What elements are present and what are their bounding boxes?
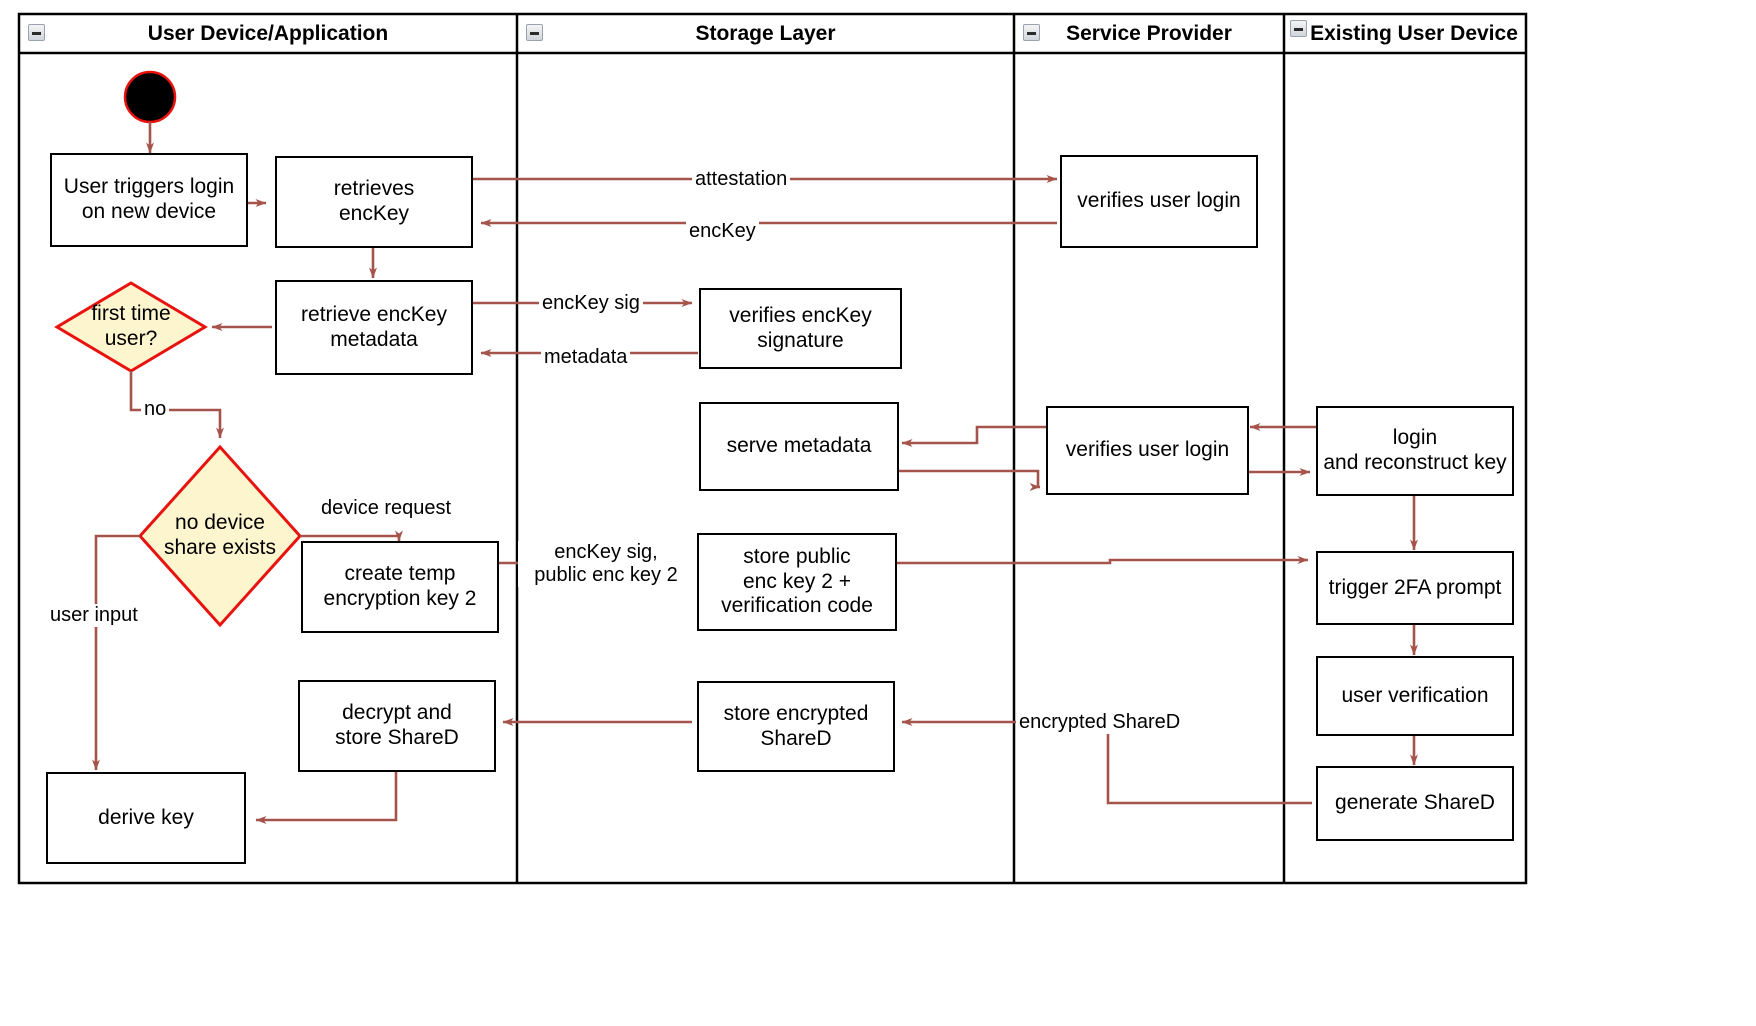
node-store-public-enc-key[interactable]: store public enc key 2 + verification co… <box>697 533 897 631</box>
collapse-icon-lane-existing-device[interactable] <box>1290 20 1307 37</box>
node-generate-shared[interactable]: generate ShareD <box>1316 766 1514 841</box>
edge-device-request <box>300 530 403 542</box>
edge-serve-metadata-to-service <box>896 469 1041 491</box>
edge-label-enckey: encKey <box>686 220 759 243</box>
edge-label-metadata: metadata <box>541 346 631 369</box>
node-verifies-user-login-2[interactable]: verifies user login <box>1046 406 1249 495</box>
node-retrieves-enckey[interactable]: retrieves encKey <box>275 156 473 248</box>
edge-decrypt-to-derive <box>255 772 398 824</box>
node-verifies-enckey-signature[interactable]: verifies encKey signature <box>699 288 902 369</box>
lane-header-service: Service Provider <box>1066 21 1232 45</box>
lane-header-existing-device: Existing User Device <box>1310 21 1518 45</box>
edge-label-enckey-sig: encKey sig <box>539 292 643 315</box>
decision-no-device-share <box>137 444 303 628</box>
node-derive-key[interactable]: derive key <box>46 772 246 864</box>
node-login-and-reconstruct-key[interactable]: login and reconstruct key <box>1316 406 1514 496</box>
node-store-encrypted-shared[interactable]: store encrypted ShareD <box>697 681 895 772</box>
edge-label-user-input: user input <box>47 604 141 627</box>
node-user-verification[interactable]: user verification <box>1316 656 1514 736</box>
edge-no-branch <box>129 371 224 439</box>
lane-header-user-device: User Device/Application <box>147 21 389 45</box>
edge-label-encrypted-shared: encrypted ShareD <box>1016 711 1184 734</box>
swimlane-frame <box>17 12 1528 885</box>
node-retrieve-metadata[interactable]: retrieve encKey metadata <box>275 280 473 375</box>
lane-header-storage: Storage Layer <box>695 21 836 45</box>
edge-label-device-request: device request <box>318 497 455 520</box>
node-trigger-2fa-prompt[interactable]: trigger 2FA prompt <box>1316 551 1514 625</box>
node-decrypt-store-shared[interactable]: decrypt and store ShareD <box>298 680 496 772</box>
collapse-icon-lane-service[interactable] <box>1023 24 1040 41</box>
collapse-icon-lane-storage[interactable] <box>526 24 543 41</box>
edge-service-to-serve-metadata <box>901 425 1046 447</box>
collapse-icon-lane-user-device[interactable] <box>28 24 45 41</box>
node-user-triggers-login[interactable]: User triggers login on new device <box>50 153 248 247</box>
decision-no-device-share-label: no device share exists <box>163 511 277 559</box>
initial-node <box>123 70 177 124</box>
edge-label-attestation: attestation <box>692 168 791 191</box>
edge-label-no: no <box>141 398 170 421</box>
edge-store-public-to-2fa <box>896 556 1309 565</box>
edge-encrypted-shared <box>901 718 1312 805</box>
edge-user-input <box>92 534 140 771</box>
node-verifies-user-login-1[interactable]: verifies user login <box>1060 155 1258 248</box>
node-serve-metadata[interactable]: serve metadata <box>699 402 899 491</box>
decision-first-time-user-label: first time user? <box>91 302 171 350</box>
edge-label-enckey-sig-public: encKey sig, public enc key 2 <box>518 541 694 587</box>
node-create-temp-key[interactable]: create temp encryption key 2 <box>301 541 499 633</box>
decision-no-device-share-hit[interactable]: no device share exists <box>140 447 300 625</box>
decision-first-time-user-hit[interactable]: first time user? <box>57 283 205 371</box>
